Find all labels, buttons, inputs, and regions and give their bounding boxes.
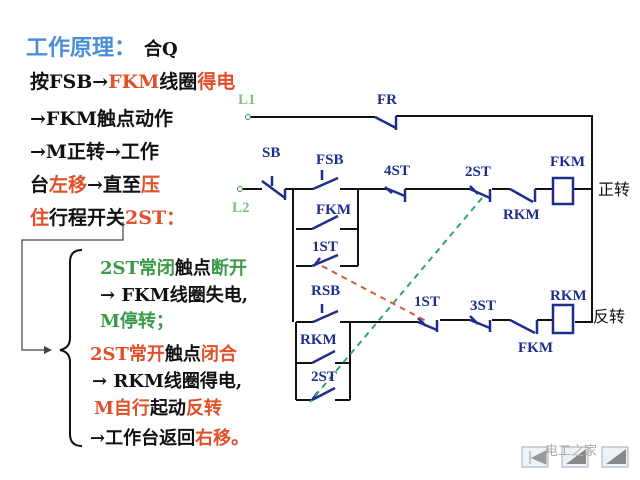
- seg: 按FSB→: [30, 71, 109, 93]
- label-1st-hold: 1ST: [312, 239, 338, 255]
- fkm-interlock: [509, 318, 539, 335]
- seg: 2ST常闭: [100, 258, 175, 279]
- label-fkm-coil: FKM: [550, 154, 585, 170]
- arrow-icon: [44, 346, 52, 354]
- fsb-button: [312, 170, 339, 191]
- seg: M自行: [94, 398, 150, 419]
- fkm-coil: [551, 176, 575, 206]
- seg: 住: [30, 207, 50, 229]
- result-a1: 2ST常闭触点断开: [100, 254, 247, 280]
- seg: 反转: [185, 398, 222, 419]
- text-line-1: 按FSB→FKM线圈得电: [30, 67, 235, 94]
- label-rkm-hold: RKM: [300, 332, 337, 348]
- result-a2: → FKM线圈失电,: [100, 285, 248, 306]
- first-icon: [529, 450, 547, 465]
- result-a3: M停转；: [100, 311, 174, 332]
- label-rkm-interlock: RKM: [503, 207, 540, 223]
- fkm-hold-contact: [311, 214, 339, 231]
- rsb-button: [312, 304, 339, 324]
- rkm-coil: [551, 303, 575, 335]
- seg: 线圈: [159, 71, 198, 93]
- result-b4: →工作台返回右移。: [90, 424, 249, 450]
- seg: 闭合: [200, 344, 237, 365]
- text-line-4: 台左移→直至压: [30, 170, 160, 197]
- label-3st: 3ST: [470, 298, 496, 314]
- seg: 左移: [49, 174, 88, 196]
- seg: 2ST常开: [90, 344, 165, 365]
- seg: FKM: [108, 71, 160, 93]
- label-l2: L2: [232, 200, 250, 216]
- label-fr: FR: [377, 92, 397, 108]
- result-b2: → RKM线圈得电,: [92, 371, 243, 392]
- 3st-contact: [469, 315, 492, 332]
- prev-icon: [566, 449, 586, 464]
- seg: 台: [30, 174, 50, 196]
- seg: 右移。: [195, 428, 250, 449]
- label-sb: SB: [262, 145, 280, 161]
- seg: 行程开关: [49, 207, 126, 229]
- text-line-5: 住行程开关2ST：: [30, 203, 185, 230]
- brace: [59, 249, 83, 447]
- 1st-nc-contact: [417, 317, 439, 332]
- fr-contact: [374, 115, 398, 130]
- watermark: 电工之家: [545, 444, 598, 459]
- label-l1: L1: [238, 92, 256, 108]
- seg: 2ST：: [125, 207, 186, 229]
- text-line-2: →FKM触点动作: [30, 108, 173, 130]
- label-reverse: 反转: [593, 307, 625, 326]
- label-rkm-coil: RKM: [550, 288, 587, 304]
- components: [261, 115, 575, 402]
- label-rsb: RSB: [311, 283, 340, 299]
- label-fkm-hold: FKM: [316, 202, 351, 218]
- sb-button: [261, 176, 287, 200]
- 4st-contact: [384, 186, 407, 202]
- title-suffix: 合Q: [144, 39, 178, 60]
- label-1st-nc: 1ST: [414, 294, 440, 310]
- 2st-nc-contact: [469, 185, 492, 202]
- result-b3: M自行起动反转: [94, 394, 222, 420]
- 1st-hold-contact: [311, 253, 339, 268]
- terminal-l1: [245, 114, 251, 120]
- seg: 触点: [164, 344, 201, 365]
- label-2st-no: 2ST: [311, 369, 337, 385]
- seg: 起动: [149, 398, 186, 419]
- orange-link-dashed: [321, 265, 429, 323]
- rkm-interlock: [509, 187, 537, 204]
- rkm-hold-contact: [311, 349, 336, 365]
- text-line-3: →M正转→工作: [30, 141, 159, 163]
- seg: 断开: [210, 258, 247, 279]
- connector-line: [21, 222, 124, 351]
- wires: [242, 115, 593, 401]
- slide-nav: [521, 446, 629, 468]
- terminal-l2: [237, 186, 243, 192]
- slide-title: 工作原理： 合Q: [26, 30, 178, 62]
- seg: 得电: [197, 71, 236, 93]
- label-forward: 正转: [598, 180, 630, 199]
- green-link-dashed: [309, 197, 483, 403]
- label-2st-nc: 2ST: [465, 164, 491, 180]
- next-icon: [606, 449, 626, 464]
- seg: 压: [140, 174, 160, 196]
- seg: →工作台返回: [90, 428, 196, 449]
- label-fkm-interlock: FKM: [518, 340, 553, 356]
- result-b1: 2ST常开触点闭合: [90, 340, 237, 366]
- seg: 触点: [174, 258, 211, 279]
- label-4st: 4ST: [384, 163, 410, 179]
- label-fsb: FSB: [316, 152, 344, 168]
- seg: →直至: [87, 174, 141, 196]
- title-label: 工作原理：: [26, 36, 137, 61]
